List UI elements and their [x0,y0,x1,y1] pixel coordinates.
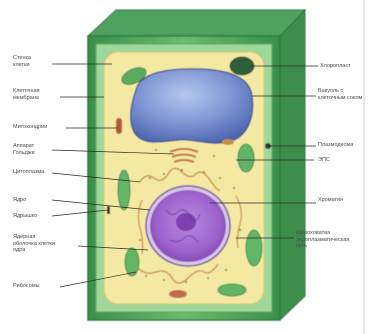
chloroplast [246,230,262,266]
label-rough-er: Шероховатая эндоплазматическая сеть [296,230,349,250]
chloroplast [118,170,130,210]
label-er: ЭПС [318,157,330,164]
label-cell-wall: Стенка клетки [13,55,31,68]
label-nuclear-envelope: Ядерная оболочка клетки ядра [13,234,55,254]
cell-wall-right-face [280,10,305,320]
chloroplast [238,144,254,172]
label-mitochondria: Митохондрии [13,124,47,131]
label-ribosomes: Рибосомы [13,283,40,290]
label-nucleolus: Ядрышко [13,213,37,220]
organelle-small [222,139,234,145]
label-golgi: Аппарат Гольджи [13,143,35,156]
vacuole [131,69,253,143]
mitochondria [116,118,122,134]
chloroplast [125,248,139,276]
nucleolus [176,213,196,231]
cell-wall-top [88,10,305,36]
label-plasmodesma: Плазмодесма [318,142,353,149]
mitochondria [169,290,187,298]
label-cytoplasm: Цитоплазма [13,169,44,176]
chloroplast [218,284,246,296]
label-nucleus: Ядро [13,197,26,204]
label-vacuole: Вакуоль с клеточным соком [318,88,362,101]
label-cell-membrane: Клеточная мембрана [13,88,40,101]
label-chloroplast: Хлоропласт [320,63,351,70]
label-chromatin: Хроматин [318,197,343,204]
